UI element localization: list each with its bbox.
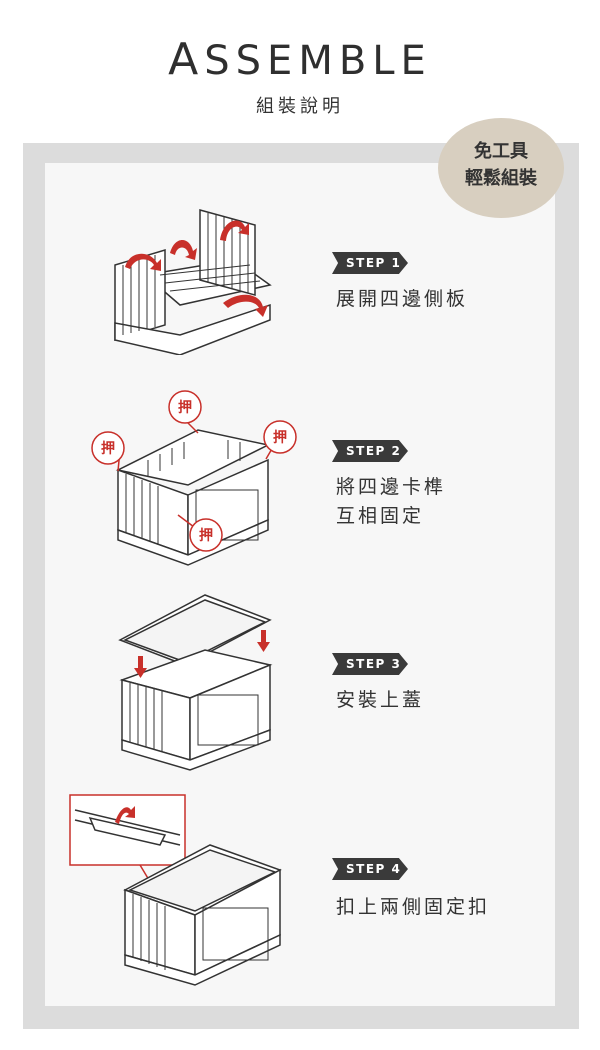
step2-tag: STEP 2 (332, 440, 408, 462)
push-label-left: 押 (101, 440, 115, 457)
step3-desc-line-1: 安裝上蓋 (336, 689, 425, 711)
step3-illustration (118, 594, 273, 771)
step2-illustration: 押 押 押 押 (91, 390, 297, 566)
push-label-right: 押 (273, 429, 287, 446)
step1-desc: 展開四邊側板 (336, 285, 468, 314)
step1-illustration (114, 209, 272, 355)
step1-desc-line-1: 展開四邊側板 (336, 288, 469, 310)
step3-tag: STEP 3 (332, 653, 408, 675)
step4-desc-line-1: 扣上兩側固定扣 (336, 896, 491, 918)
title-rest: SSEMBLE (204, 38, 432, 84)
step1-tag: STEP 1 (332, 252, 408, 274)
step4-illustration (69, 794, 282, 986)
tool-free-badge: 免工具 輕鬆組裝 (438, 118, 564, 218)
step2-desc: 將四邊卡榫 互相固定 (336, 473, 446, 531)
page-title: ASSEMBLE (0, 34, 600, 85)
step3-desc: 安裝上蓋 (336, 686, 424, 715)
push-label-bottom: 押 (199, 527, 213, 544)
badge-line-1: 免工具 (474, 141, 528, 162)
push-label-top: 押 (178, 399, 192, 416)
badge-line-2: 輕鬆組裝 (465, 168, 537, 189)
title-initial: A (168, 34, 205, 85)
step4-desc: 扣上兩側固定扣 (336, 893, 490, 922)
step2-desc-line-1: 將四邊卡榫 (336, 476, 447, 498)
step4-tag: STEP 4 (332, 858, 408, 880)
page-subtitle: 組裝說明 (256, 96, 344, 117)
step2-desc-line-2: 互相固定 (336, 505, 425, 527)
